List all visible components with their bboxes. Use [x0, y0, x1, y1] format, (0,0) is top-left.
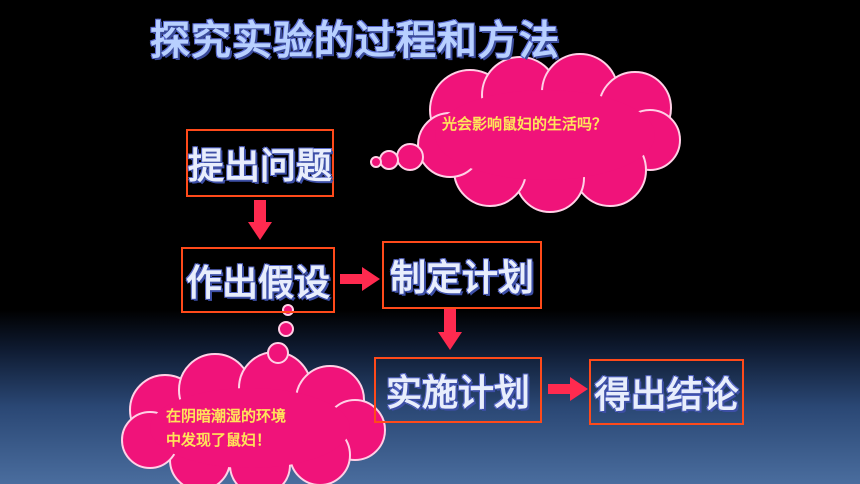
- step-ask-box: 提出问题: [186, 129, 334, 197]
- arrow-ask-to-hypothesize: [248, 200, 272, 240]
- question-text: 光会影响鼠妇的生活吗？: [442, 115, 608, 133]
- step-plan-box: 制定计划: [382, 241, 542, 309]
- step-conclude-label: 得出结论: [594, 375, 739, 416]
- step-ask-label: 提出问题: [188, 146, 333, 187]
- finding-text-line1: 在阴暗潮湿的环境: [166, 407, 287, 425]
- step-plan-label: 制定计划: [389, 258, 534, 299]
- finding-text-line2: 中发现了鼠妇！: [166, 431, 272, 449]
- step-execute-label: 实施计划: [385, 373, 530, 414]
- question-bubble-trail: [370, 143, 424, 171]
- finding-cloud: [121, 351, 386, 484]
- arrow-execute-to-conclude: [548, 377, 588, 401]
- step-execute-box: 实施计划: [374, 357, 542, 423]
- step-hypothesize-box: 作出假设: [181, 247, 335, 313]
- arrow-hypothesize-to-plan: [340, 267, 380, 291]
- step-hypothesize-label: 作出假设: [185, 263, 330, 304]
- arrow-plan-to-execute: [438, 308, 462, 350]
- step-conclude-box: 得出结论: [589, 359, 744, 425]
- question-cloud: [417, 53, 681, 213]
- page-title: 探究实验的过程和方法: [150, 18, 560, 64]
